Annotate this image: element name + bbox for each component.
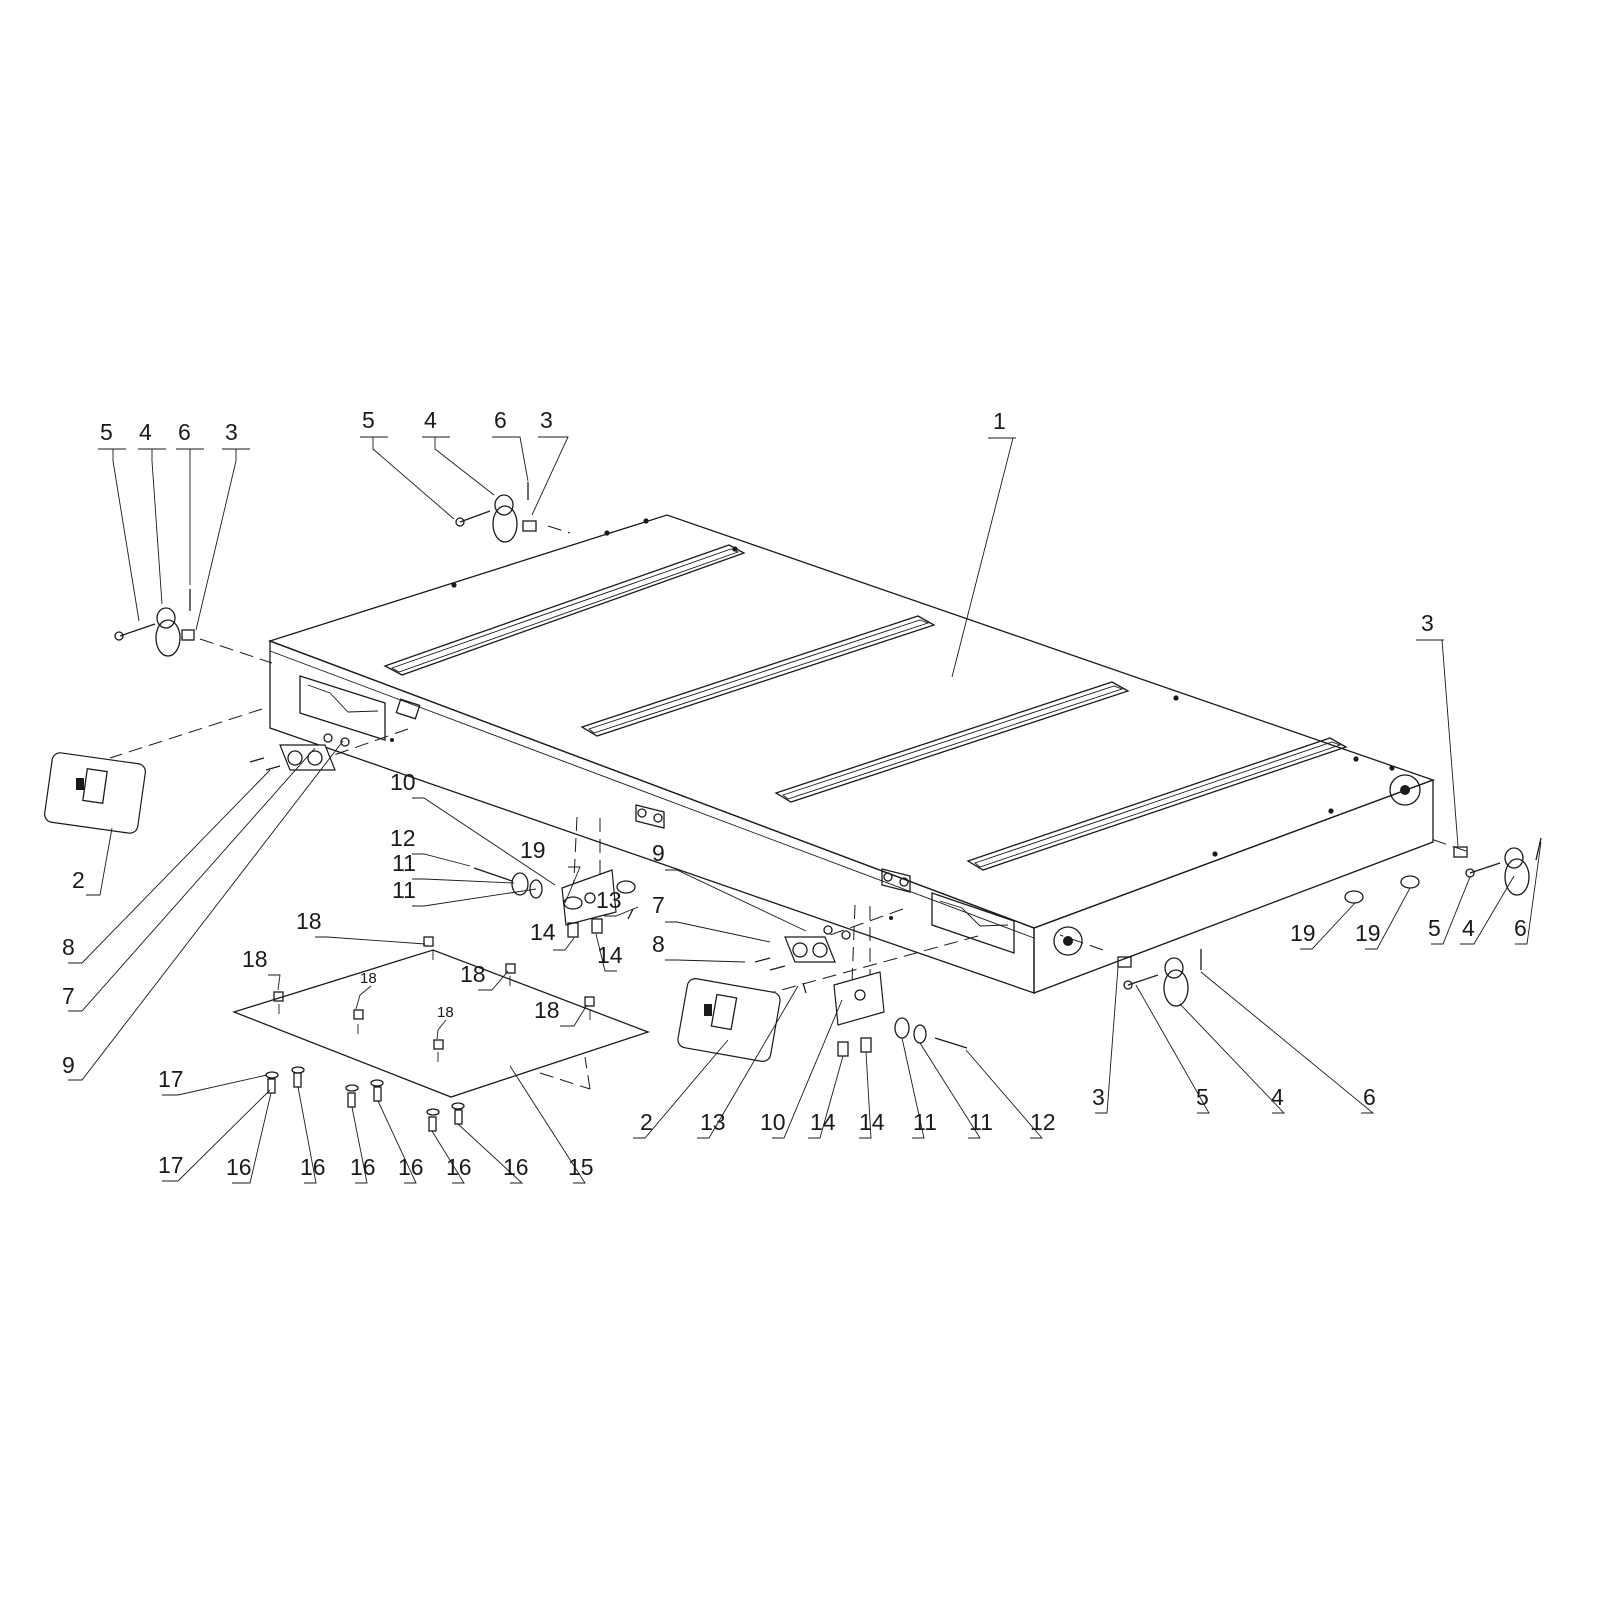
callout-3: 3 (1421, 610, 1434, 636)
slot-4 (966, 737, 1348, 871)
callout-2: 2 (640, 1109, 653, 1135)
callout-14: 14 (859, 1109, 885, 1135)
callout-4: 4 (139, 419, 152, 445)
assembly-lines (109, 525, 1467, 1090)
callout-4: 4 (1462, 915, 1475, 941)
callout-15: 15 (568, 1154, 594, 1180)
callout-17: 17 (158, 1152, 184, 1178)
callout-8: 8 (62, 934, 75, 960)
callout-16: 16 (398, 1154, 424, 1180)
callout-8: 8 (652, 931, 665, 957)
callout-16: 16 (503, 1154, 529, 1180)
top-slots (383, 544, 1348, 871)
callout-3: 3 (540, 407, 553, 433)
callout-18: 18 (242, 946, 268, 972)
callout-13: 13 (596, 887, 622, 913)
callout-3: 3 (1092, 1084, 1105, 1110)
lift-kit-bottom-right (1117, 949, 1202, 1007)
callout-16: 16 (300, 1154, 326, 1180)
callout-5: 5 (1196, 1084, 1209, 1110)
callout-14: 14 (530, 919, 556, 945)
hinge-block-right (754, 925, 851, 971)
callout-5: 5 (362, 407, 375, 433)
side-bracket-a (635, 804, 665, 829)
callout-11: 11 (392, 850, 416, 876)
end-cap-right (677, 978, 781, 1062)
side-bracket-b (881, 868, 911, 893)
slot-2 (580, 615, 936, 737)
callout-3: 3 (225, 419, 238, 445)
cover-plate (232, 949, 650, 1098)
callout-11: 11 (969, 1109, 993, 1135)
feet (563, 875, 1420, 910)
callout-10: 10 (390, 769, 416, 795)
slot-3 (774, 681, 1130, 803)
callout-18: 18 (296, 908, 322, 934)
callout-4: 4 (424, 407, 437, 433)
callout-18: 18 (460, 961, 486, 987)
callout-7: 7 (62, 983, 75, 1009)
callout-14: 14 (810, 1109, 836, 1135)
slot-1 (383, 544, 746, 676)
callout-18: 18 (534, 997, 560, 1023)
mounting-holes (390, 518, 1395, 920)
fork-pocket-left (299, 675, 421, 741)
callout-10: 10 (760, 1109, 786, 1135)
callout-1: 1 (993, 408, 1006, 434)
end-cap-left (44, 752, 146, 834)
callout-leaders (68, 436, 1542, 1184)
callout-6: 6 (494, 407, 507, 433)
hinge-block-left (249, 733, 350, 771)
lift-kit-far-right (1453, 837, 1542, 896)
callout-12: 12 (390, 825, 416, 851)
callout-16: 16 (226, 1154, 252, 1180)
callout-2: 2 (72, 867, 85, 893)
callout-6: 6 (178, 419, 191, 445)
callout-7: 7 (652, 892, 665, 918)
callout-16: 16 (446, 1154, 472, 1180)
callout-5: 5 (100, 419, 113, 445)
callout-11: 11 (913, 1109, 937, 1135)
callout-4: 4 (1271, 1084, 1284, 1110)
callout-9: 9 (62, 1052, 75, 1078)
callout-6: 6 (1363, 1084, 1376, 1110)
callout-labels: 5 4 6 3 5 4 6 3 1 3 2 8 7 9 10 12 11 11 … (62, 407, 1527, 1180)
callout-12: 12 (1030, 1109, 1056, 1135)
callout-19: 19 (520, 837, 546, 863)
callout-6: 6 (1514, 915, 1527, 941)
bracket-assembly-left (473, 867, 634, 938)
callout-13: 13 (700, 1109, 726, 1135)
platform-frame (268, 514, 1435, 994)
right-end-socket (1389, 774, 1421, 806)
cover-fasteners (265, 936, 595, 1132)
callout-5: 5 (1428, 915, 1441, 941)
callout-11: 11 (392, 877, 416, 903)
callout-9: 9 (652, 840, 665, 866)
callout-14: 14 (597, 942, 623, 968)
callout-19: 19 (1290, 920, 1316, 946)
callout-19: 19 (1355, 920, 1381, 946)
callout-16: 16 (350, 1154, 376, 1180)
lift-kit-left (114, 589, 195, 657)
fork-pocket-right (931, 892, 1083, 956)
callout-18: 18 (437, 1004, 454, 1021)
lift-kit-top (455, 482, 537, 543)
callout-17: 17 (158, 1066, 184, 1092)
bracket-assembly-right (802, 971, 968, 1057)
callout-18: 18 (360, 970, 377, 987)
